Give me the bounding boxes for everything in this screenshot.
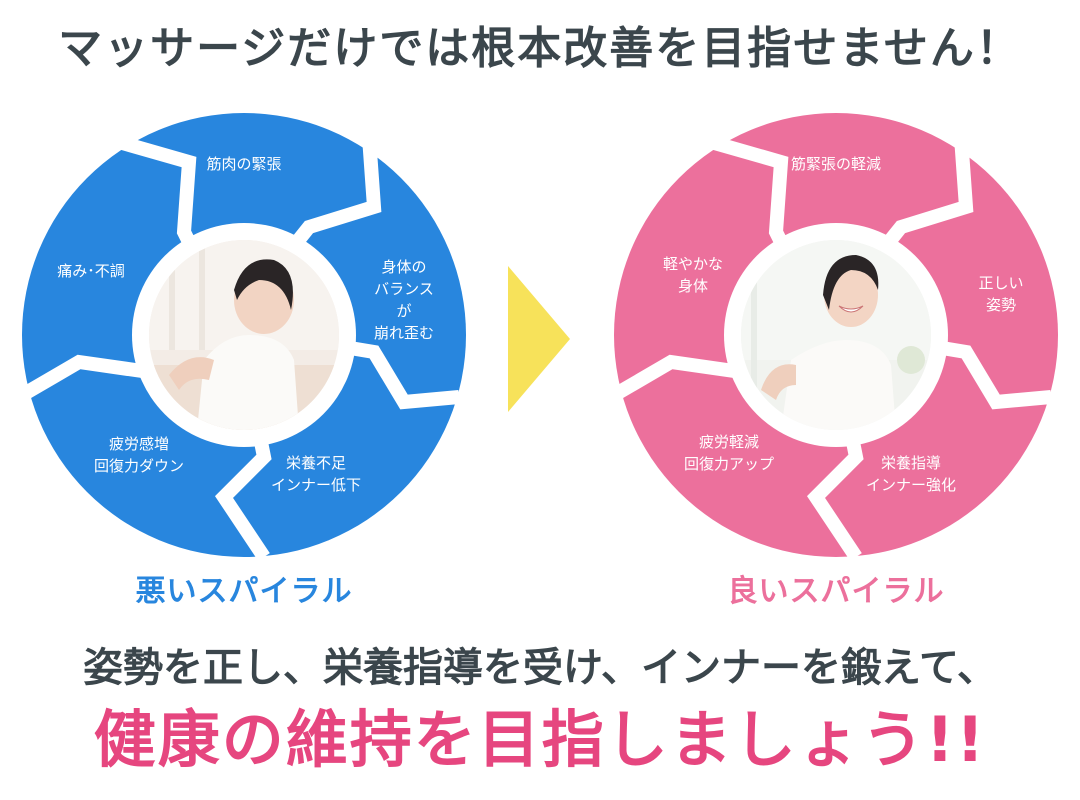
- good-spiral-diagram: 筋緊張の軽減 正しい 姿勢 栄養指導 インナー強化 疲労軽減 回復力アップ 軽や…: [611, 112, 1061, 562]
- subline: 姿勢を正し、栄養指導を受け、インナーを鍛えて、: [83, 645, 997, 691]
- good-segment-fatigue-relief: 疲労軽減 回復力アップ: [683, 433, 775, 473]
- good-spiral-photo: [741, 240, 931, 430]
- bad-segment-nutrition-deficiency: 栄養不足 インナー低下: [270, 454, 362, 494]
- bad-segment-muscle-tension: 筋肉の緊張: [206, 155, 282, 173]
- bad-spiral-diagram: 筋肉の緊張 身体の バランスが 崩れ歪む 栄養不足 インナー低下 疲労感増 回復…: [19, 112, 469, 562]
- triangle-right-icon: [508, 266, 570, 412]
- good-segment-muscle-relief: 筋緊張の軽減: [790, 155, 882, 173]
- bad-spiral-caption: 悪いスパイラル: [135, 574, 353, 609]
- good-segment-light-body: 軽やかな 身体: [662, 255, 724, 295]
- good-spiral-caption: 良いスパイラル: [727, 574, 945, 609]
- headline: マッサージだけでは根本改善を目指せません！: [58, 23, 1022, 74]
- good-segment-nutrition-guidance: 栄養指導 インナー強化: [865, 454, 957, 494]
- tagline: 健康の維持を目指しましょう!!: [93, 703, 987, 776]
- bad-segment-pain: 痛み･不調: [57, 262, 125, 280]
- bad-segment-fatigue: 疲労感増 回復力ダウン: [93, 435, 185, 475]
- bad-spiral-photo: [149, 240, 339, 430]
- good-segment-correct-posture: 正しい 姿勢: [978, 274, 1024, 314]
- bad-segment-body-imbalance: 身体の バランスが 崩れ歪む: [373, 258, 434, 342]
